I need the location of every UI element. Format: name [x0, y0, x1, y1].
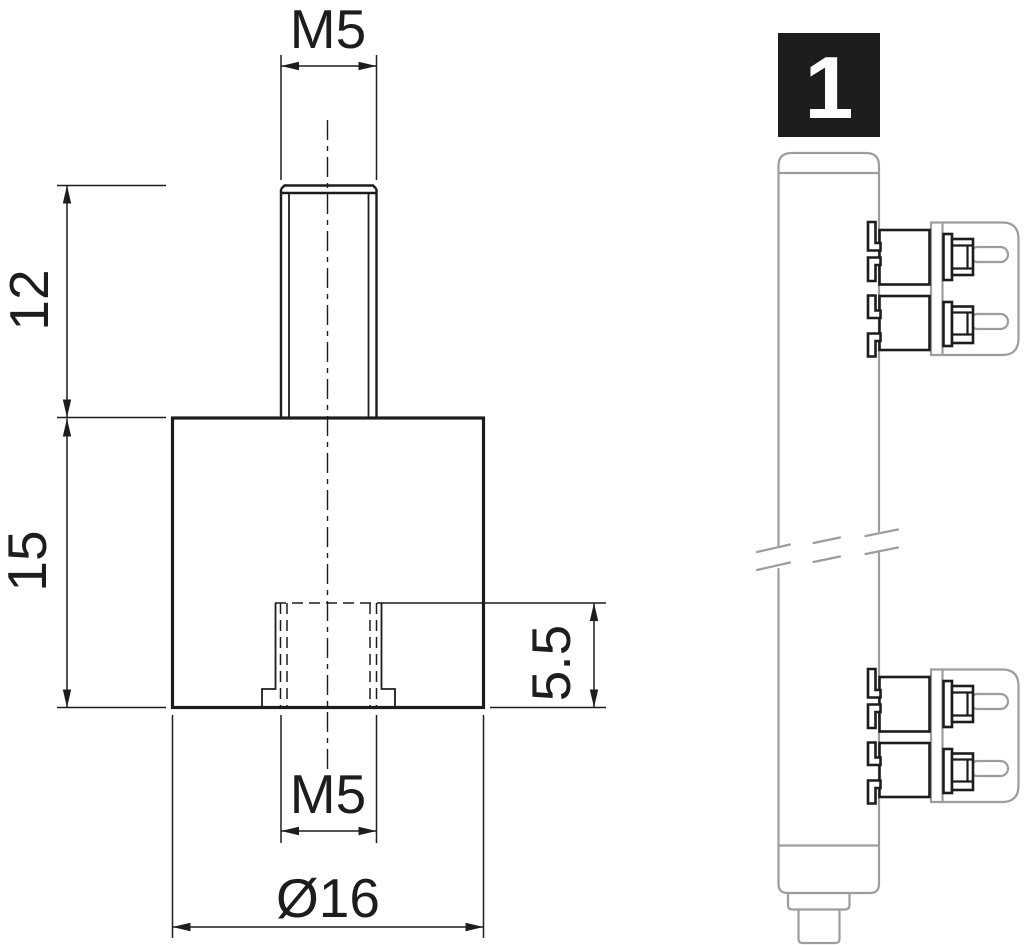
dimension-stud-thread: M5: [280, 0, 378, 180]
dimension-outer-diameter: Ø16: [171, 715, 485, 938]
dim-label-outer-diameter: Ø16: [276, 867, 380, 929]
part-drawing: M5 12 15 5.5 M5: [0, 0, 606, 938]
tube-end-plug: [797, 908, 841, 945]
tapped-hole: [261, 602, 396, 708]
dim-label-body-height: 15: [0, 530, 58, 591]
dimension-body-height: 15: [0, 418, 166, 709]
dim-label-hole-depth: 5.5: [520, 625, 582, 701]
clamp-assembly-bottom: [866, 667, 1020, 805]
break-symbol: [755, 528, 900, 572]
tube-end-step: [786, 891, 851, 911]
dimension-hole-depth: 5.5: [382, 602, 606, 709]
dim-label-stud-length: 12: [0, 269, 60, 330]
clamp-assembly-top: [866, 220, 1020, 358]
step-badge: 1: [778, 33, 880, 137]
dim-label-hole-thread: M5: [290, 763, 366, 825]
sensor-tube: [755, 151, 900, 945]
application-illustration: 1: [755, 33, 1020, 945]
dimension-stud-length: 12: [0, 184, 166, 419]
threaded-stud: [279, 184, 378, 417]
step-badge-box: [778, 33, 880, 137]
dimension-hole-thread: M5: [280, 715, 378, 843]
step-badge-number: 1: [805, 38, 854, 137]
dim-label-stud-thread: M5: [290, 0, 366, 60]
part-body: [170, 416, 486, 710]
